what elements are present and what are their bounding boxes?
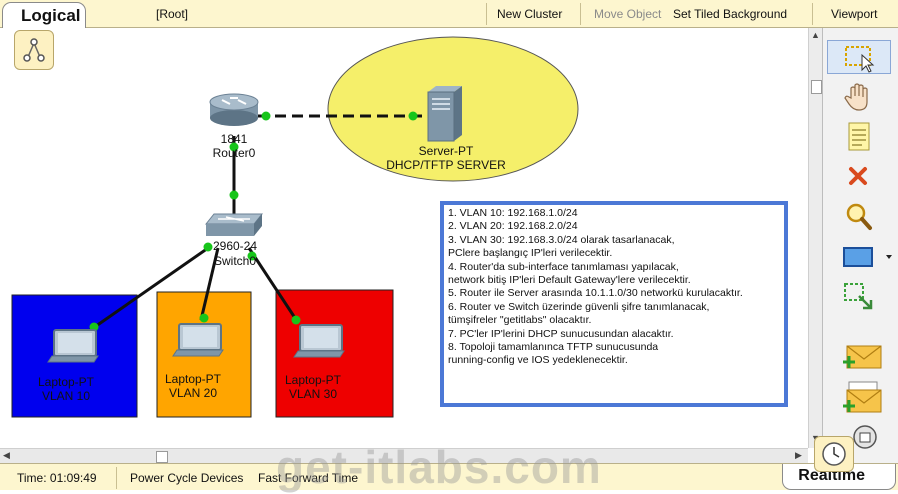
link-status-dot (203, 242, 213, 252)
note-line: 1. VLAN 10: 192.168.1.0/24 (448, 207, 578, 219)
vertical-scrollbar[interactable]: ▲ ▼ (808, 28, 822, 448)
note-icon (848, 122, 870, 151)
switch-laptop20-link (199, 247, 220, 321)
laptop-vlan-label: VLAN 10 (41, 389, 91, 403)
add-complex-pdu-tool[interactable] (827, 380, 891, 414)
resize-icon (844, 283, 873, 310)
draw-rectangle-tool[interactable] (827, 240, 892, 274)
common-tools-bar (822, 28, 898, 464)
note-line: 3. VLAN 30: 192.168.3.0/24 olarak tasarl… (448, 233, 675, 246)
watermark-text: get-itlabs.com (276, 441, 602, 493)
server-model-label: Server-PT (418, 144, 474, 158)
horizontal-scrollbar[interactable]: ◀ ▶ (0, 448, 808, 463)
toolbar-divider (116, 467, 117, 489)
delete-icon (849, 167, 867, 185)
link-status-dot (408, 111, 418, 121)
bottom-toolbar: Time: 01:09:49 Power Cycle Devices Fast … (0, 463, 898, 490)
logical-workspace[interactable]: 1841 Router0 Server-PT DHCP/TFTP SERVER … (0, 28, 808, 448)
place-note-tool[interactable] (827, 120, 891, 154)
horizontal-scroll-thumb[interactable] (156, 451, 168, 463)
note-line: 2. VLAN 20: 192.168.2.0/24 (448, 220, 578, 233)
link-status-dot (261, 111, 271, 121)
notes-textbox[interactable]: 1. VLAN 10: 192.168.1.0/24 2. VLAN 20: 1… (440, 201, 788, 407)
select-icon (845, 46, 875, 73)
logical-view-icon[interactable] (14, 30, 54, 70)
note-line: 7. PC'ler IP'lerini DHCP sunucusundan al… (448, 327, 674, 340)
viewport-button[interactable]: Viewport (831, 7, 878, 21)
link-status-dot (229, 142, 239, 152)
note-line: network bitiş IP'leri Default Gateway'le… (448, 274, 691, 287)
link-status-dot (229, 190, 239, 200)
scroll-left-icon[interactable]: ◀ (3, 450, 10, 460)
laptop-vlan-label: VLAN 20 (168, 386, 218, 400)
laptop-model-label: Laptop-PT (37, 375, 95, 389)
simulation-time-label: Time: 01:09:49 (17, 471, 97, 485)
server-name-label: DHCP/TFTP SERVER (386, 158, 506, 172)
laptop-icon (293, 324, 345, 358)
switch-name-label: Switch0 (213, 254, 257, 268)
add-simple-pdu-icon (843, 345, 882, 369)
link-status-dot (247, 251, 257, 261)
laptop-model-label: Laptop-PT (164, 372, 222, 386)
router-model-label: 1841 (220, 132, 248, 146)
pdu-list-icon (853, 425, 877, 449)
link-status-dot (199, 313, 209, 323)
note-line: 8. Topoloji tamamlanınca TFTP sunucusund… (448, 341, 659, 354)
pdu-list-tool[interactable] (827, 420, 891, 454)
topology-canvas (11, 36, 579, 418)
top-toolbar: Logical [Root] New Cluster Move Object S… (0, 0, 898, 28)
add-simple-pdu-tool[interactable] (827, 340, 891, 374)
new-cluster-button[interactable]: New Cluster (497, 7, 563, 21)
toolbar-divider (812, 3, 813, 25)
note-line: tümşifreler "getitlabs" olacaktır. (448, 314, 592, 327)
note-line: running-config ve IOS yedeklenecektir. (448, 354, 628, 367)
switch-icon (204, 213, 264, 236)
rectangle-icon (843, 247, 892, 267)
laptop-vlan-label: VLAN 30 (288, 387, 338, 401)
zoom-icon (846, 203, 872, 230)
resize-shape-tool[interactable] (827, 200, 891, 234)
note-line: 6. Router ve Switch üzerinde güvenli şif… (448, 300, 710, 313)
server-icon (427, 86, 462, 142)
power-cycle-devices-button[interactable]: Power Cycle Devices (130, 471, 244, 485)
realtime-clock-icon[interactable] (814, 436, 854, 472)
delete-tool[interactable] (827, 160, 891, 194)
resize-tool[interactable] (827, 280, 891, 314)
laptop-icon (172, 323, 224, 357)
laptop-model-label: Laptop-PT (284, 373, 342, 387)
toolbar-divider (580, 3, 581, 25)
logical-tab[interactable]: Logical (2, 2, 86, 28)
link-status-dot (291, 315, 301, 325)
laptop-icon (47, 329, 99, 363)
vertical-scroll-thumb[interactable] (811, 80, 822, 94)
router-icon (209, 93, 259, 126)
switch-laptop10-link (85, 244, 212, 335)
fast-forward-time-button[interactable]: Fast Forward Time (258, 471, 359, 485)
note-line: PClere başlangıç IP'leri verilecektir. (448, 247, 613, 260)
scroll-up-icon[interactable]: ▲ (811, 30, 820, 40)
toolbar-divider (486, 3, 487, 25)
switch-model-label: 2960-24 (212, 239, 258, 253)
switch-laptop30-link (247, 247, 299, 322)
note-line: 5. Router ile Server arasında 10.1.1.0/3… (448, 287, 743, 300)
select-tool[interactable] (827, 40, 891, 74)
add-complex-pdu-icon (843, 381, 882, 413)
root-breadcrumb[interactable]: [Root] (156, 7, 189, 21)
scroll-right-icon[interactable]: ▶ (795, 450, 802, 460)
move-object-button[interactable]: Move Object (594, 7, 662, 21)
router-name-label: Router0 (212, 146, 256, 160)
hand-icon (844, 83, 868, 111)
set-tiled-background-button[interactable]: Set Tiled Background (673, 7, 788, 21)
inspect-tool[interactable] (827, 80, 891, 114)
note-line: 4. Router'da sub-interface tanımlaması y… (448, 260, 679, 273)
